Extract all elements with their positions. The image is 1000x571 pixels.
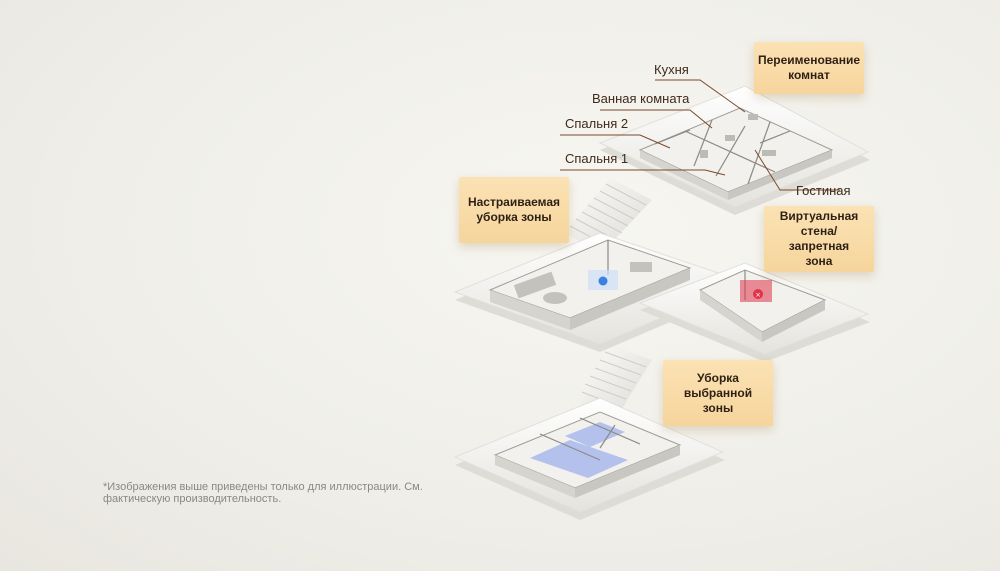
room-label-bathroom: Ванная комната (592, 91, 690, 106)
callout-rename-rooms: Переименование комнат (754, 42, 864, 94)
room-label-kitchen: Кухня (654, 62, 689, 77)
platform-middle-right: × (638, 262, 870, 362)
room-label-bedroom-1: Спальня 1 (565, 151, 629, 166)
staircase-upper (565, 178, 652, 255)
platform-bottom (453, 397, 725, 520)
platform-top (598, 85, 870, 215)
callout-virtual-wall: Виртуальная стена/ запретная зона (764, 206, 874, 272)
disclaimer-text: *Изображения выше приведены только для и… (103, 481, 423, 505)
callout-selected-zone-cleaning: Уборка выбранной зоны (663, 360, 773, 426)
room-leader-lines (560, 79, 840, 191)
svg-text:×: × (755, 291, 761, 299)
callout-custom-zone-cleaning: Настраиваемая уборка зоны (459, 177, 569, 243)
room-label-bedroom-2: Спальня 2 (565, 116, 629, 131)
platform-middle-left (453, 232, 747, 352)
room-label-living-room: Гостиная (796, 183, 851, 198)
